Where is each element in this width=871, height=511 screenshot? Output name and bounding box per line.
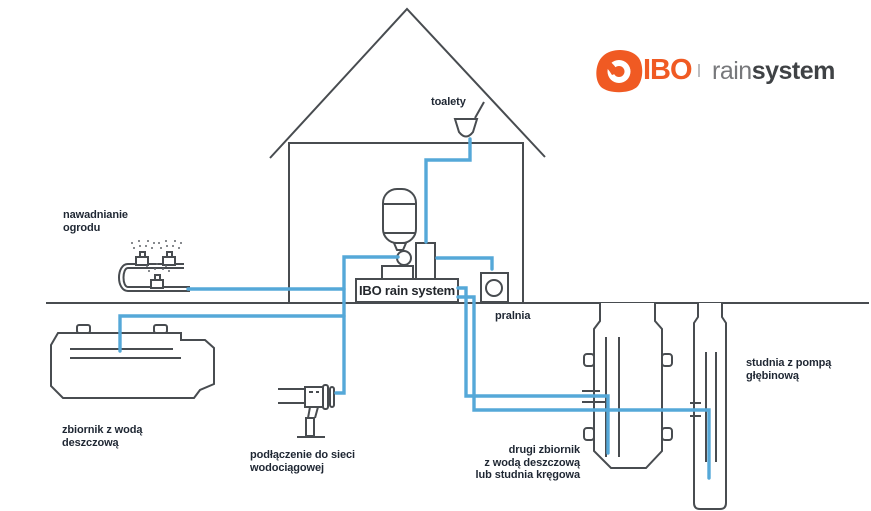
- second-tank-line2: z wodą deszczową: [484, 456, 580, 469]
- house-outline: [269, 7, 546, 303]
- system-text: system: [751, 57, 836, 85]
- toilet-icon: [453, 101, 485, 138]
- ibo-brand-text: IBO: [643, 54, 693, 86]
- mains-connection-line1: podłączenie do sieci: [250, 449, 355, 461]
- pressure-tank-icon: [382, 188, 417, 244]
- deep-well-line1: studnia z pompą: [746, 357, 832, 369]
- garden-irrigation-label: nawadnianie ogrodu: [63, 209, 128, 234]
- sprinkler-icon: [118, 240, 190, 292]
- garden-irrigation-line2: ogrodu: [63, 221, 101, 234]
- pump-icon: [381, 242, 436, 281]
- rain-system-box-label: IBO rain system: [359, 283, 455, 298]
- rainwater-tank-icon: [50, 324, 215, 399]
- second-tank-label: drugi zbiornik z wodą deszczową lub stud…: [458, 444, 581, 482]
- deep-well-icon: [690, 303, 727, 510]
- toilet-pipe: [424, 137, 472, 244]
- second-tank-line3: lub studnia kręgowa: [475, 469, 581, 481]
- rainwater-tank-label: zbiornik z wodą deszczową: [62, 424, 143, 449]
- mains-connection-line2: wodociągowej: [250, 461, 324, 474]
- ibo-logo-icon: [596, 50, 643, 93]
- washing-machine-icon: [480, 272, 509, 303]
- garden-irrigation-line1: nawadnianie: [63, 209, 128, 221]
- logo-divider: [698, 64, 700, 77]
- second-tank-line1: drugi zbiornik: [508, 444, 580, 456]
- toilets-label: toalety: [431, 96, 466, 108]
- deep-well-pipe: [456, 295, 711, 480]
- riser-mains-pipe: [334, 255, 400, 395]
- laundry-label: pralnia: [495, 310, 531, 322]
- deep-well-line2: głębinową: [746, 369, 799, 382]
- rain-system-box: [355, 278, 459, 303]
- rainwater-tank-line1: zbiornik z wodą: [62, 424, 143, 436]
- tank-suction-pipe: [118, 314, 346, 353]
- water-pipes: [118, 137, 711, 480]
- mains-valve-icon: [278, 384, 335, 438]
- laundry-pipe: [435, 256, 494, 271]
- spray-dots: [131, 240, 182, 272]
- roof: [269, 7, 546, 159]
- second-tank-icon: [582, 303, 673, 469]
- rain-text: rain: [712, 57, 752, 85]
- rainwater-tank-line2: deszczową: [62, 436, 119, 449]
- deep-well-label: studnia z pompą głębinową: [746, 357, 831, 382]
- mains-connection-label: podłączenie do sieci wodociągowej: [250, 449, 355, 474]
- second-tank-pipe: [456, 286, 610, 455]
- rainsystem-wordmark: rainsystem: [712, 57, 835, 86]
